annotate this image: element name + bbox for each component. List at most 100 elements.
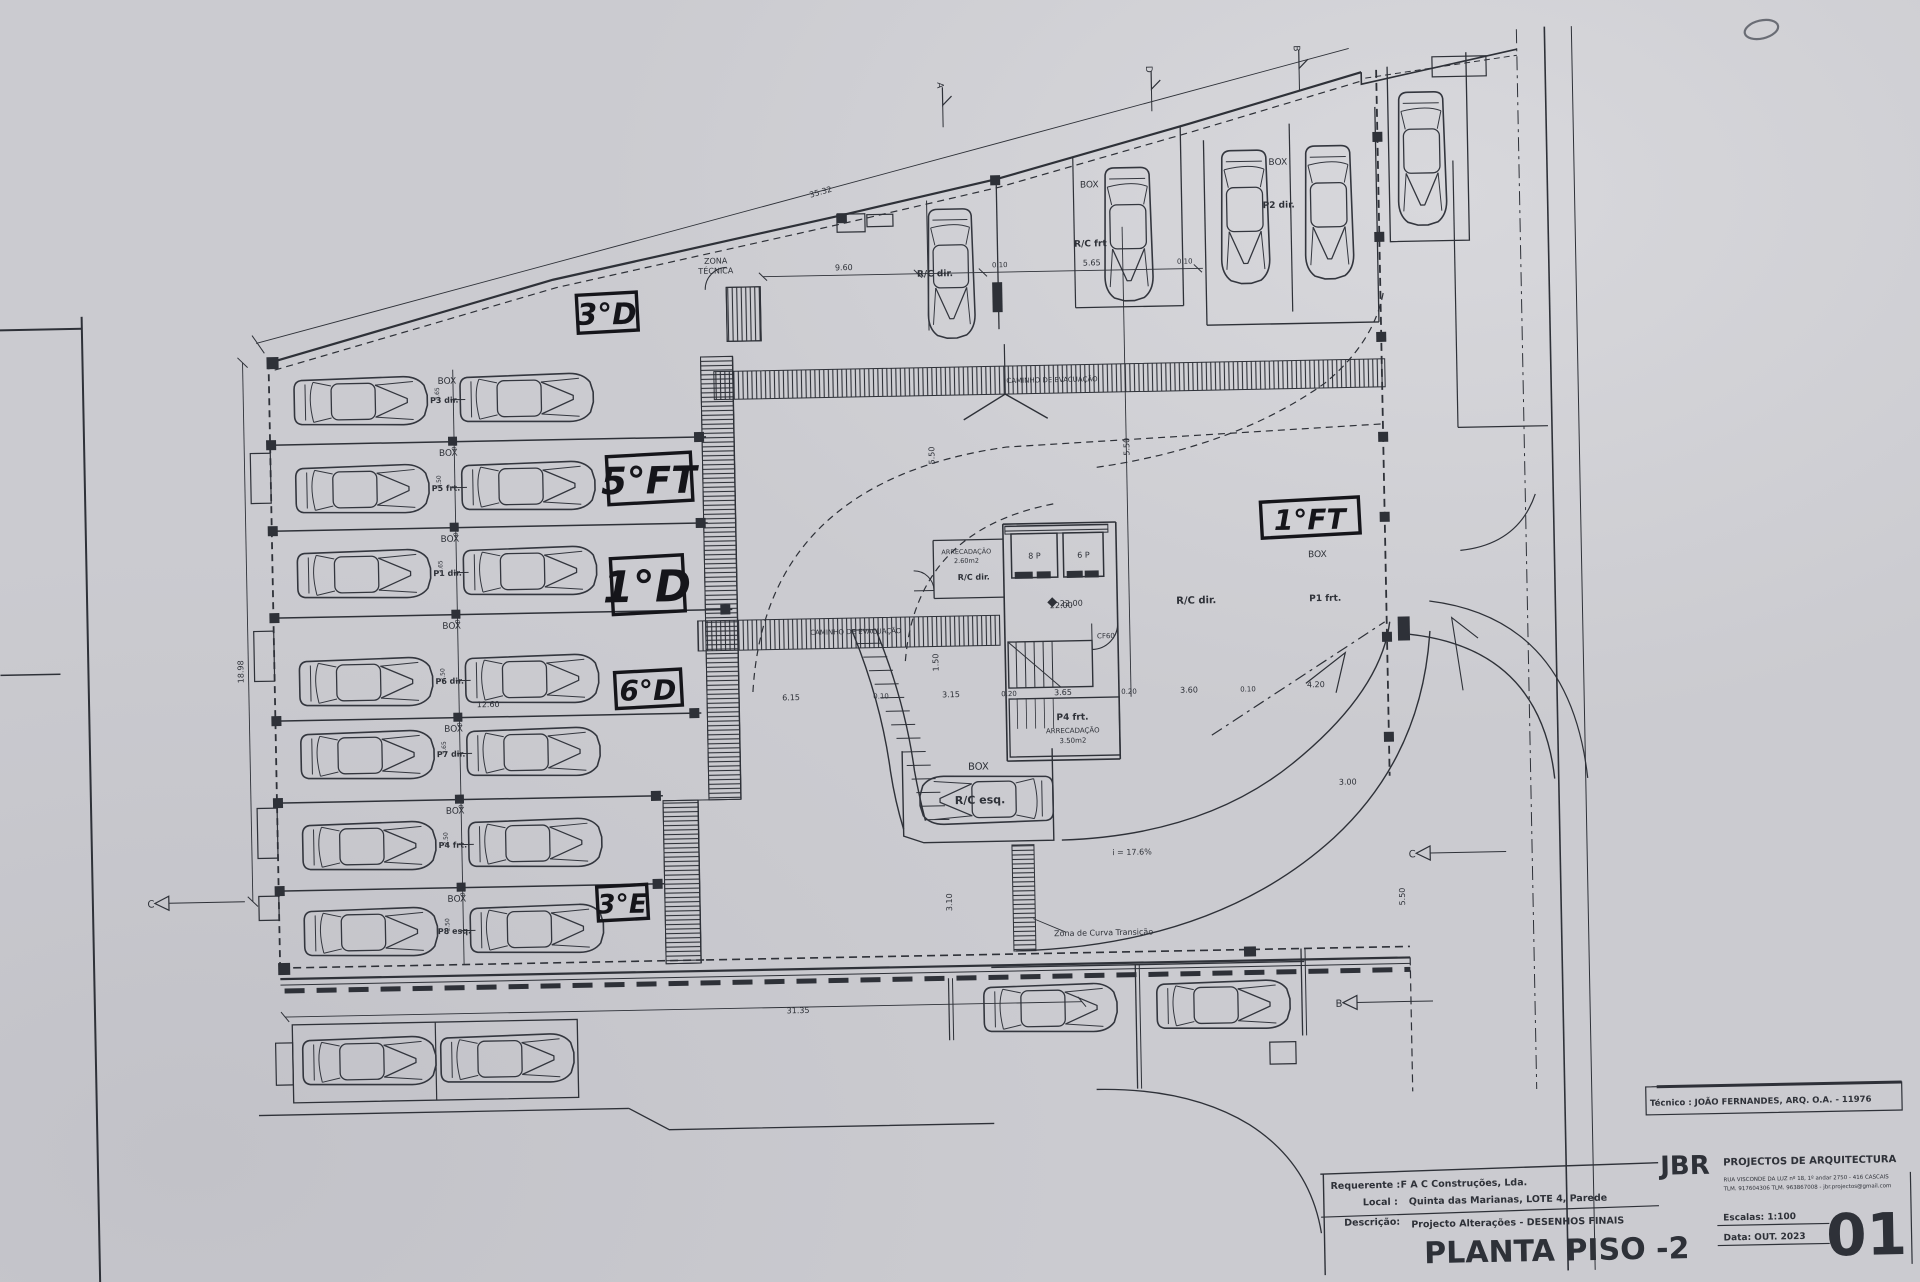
plan-line — [1134, 964, 1139, 1089]
plan-line — [1179, 125, 1185, 306]
plan-line — [458, 717, 462, 800]
car-icon — [294, 463, 431, 516]
plan-line — [258, 1107, 629, 1117]
wall-marker — [271, 716, 282, 727]
plan-text: R/C frt — [1074, 239, 1107, 250]
plan-rect — [1431, 55, 1487, 78]
plan-text: Quinta das Marianas, LOTE 4, Parede — [1409, 1193, 1608, 1208]
plan-line — [1072, 157, 1077, 308]
plan-line — [913, 269, 923, 279]
plan-line — [455, 527, 458, 615]
plan-line — [275, 712, 702, 722]
plan-text: 0.10 — [454, 610, 461, 624]
car-icon — [462, 545, 598, 598]
plan-text: PROJECTOS DE ARQUITECTURA — [1723, 1154, 1897, 1168]
plan-rect — [256, 807, 279, 860]
plan-line — [280, 956, 1411, 981]
plan-line — [276, 794, 663, 804]
plan-line — [978, 268, 988, 277]
plan-text: 8 P — [1028, 551, 1041, 560]
wall-marker — [1379, 511, 1390, 522]
plan-text: BOX — [1308, 550, 1327, 560]
handwritten-unit-tag: 1°D — [602, 553, 692, 617]
plan-line — [991, 960, 1305, 969]
plan-line — [237, 357, 248, 368]
plan-text: A — [934, 82, 944, 89]
plan-line — [1321, 1205, 1659, 1218]
plan-line — [242, 362, 254, 902]
plan-text: B — [1336, 999, 1343, 1010]
plan-text: R/C dir. — [1176, 595, 1216, 607]
plan-text: F A C Construções, Lda. — [1400, 1177, 1527, 1190]
plan-text: 0.10 — [992, 261, 1008, 269]
plan-line — [706, 945, 1410, 961]
paper-clip-icon — [1743, 18, 1780, 41]
plan-line — [933, 538, 1004, 542]
wall-marker — [1372, 131, 1383, 142]
car-icon — [439, 1032, 576, 1085]
plan-text: C — [1409, 849, 1416, 860]
plan-line — [1360, 48, 1517, 86]
hatch-area — [662, 799, 702, 965]
plan-path — [1460, 493, 1536, 551]
plan-line — [951, 978, 955, 1041]
plan-text: BOX — [968, 761, 989, 772]
plan-line — [1075, 304, 1184, 309]
plan-line — [1450, 616, 1479, 691]
plan-line — [1300, 948, 1304, 1036]
handwritten-unit-tag: 6°D — [612, 667, 685, 711]
wall-marker — [453, 712, 463, 722]
plan-line — [1025, 698, 1028, 729]
plan-text: 2.50 — [443, 832, 450, 846]
car-icon — [301, 1035, 438, 1088]
car-icon — [1302, 144, 1355, 281]
plan-line — [1288, 123, 1294, 312]
plan-text: 12.60 — [477, 700, 500, 709]
plan-text: P4 frt. — [438, 841, 467, 851]
plan-text: CF60 — [1097, 632, 1115, 640]
car-icon — [299, 729, 436, 782]
plan-text: 0.20 — [1121, 688, 1137, 696]
handwritten-unit-tag: 3°E — [594, 882, 651, 923]
plan-line — [452, 369, 455, 442]
section-flag — [1341, 994, 1358, 1011]
plan-line — [758, 272, 768, 281]
plan-text: i = 17.6% — [1112, 847, 1152, 857]
svg-text:3°D: 3°D — [576, 296, 637, 332]
wall-marker — [1084, 570, 1099, 578]
plan-text: 2.50 — [436, 475, 443, 489]
plan-line — [1298, 50, 1309, 70]
plan-text: 0.10 — [873, 692, 889, 700]
plan-line — [1034, 698, 1037, 729]
svg-text:1°FT: 1°FT — [1273, 503, 1347, 537]
plan-text: 3.15 — [942, 690, 960, 699]
plan-rect — [1062, 531, 1105, 578]
wall-marker — [1243, 946, 1257, 957]
plan-line — [274, 79, 1365, 371]
wall-marker — [269, 613, 280, 624]
plan-text: Projecto Alterações - DESENHOS FINAIS — [1411, 1215, 1624, 1230]
plan-path — [904, 502, 1058, 662]
plan-path — [963, 393, 1049, 421]
plan-text: CAMINHO DE EVACUAÇÃO — [810, 626, 902, 637]
plan-line — [1570, 26, 1596, 1270]
plan-text: 3.50m2 — [1059, 737, 1086, 746]
plan-line — [1211, 621, 1386, 736]
plan-line — [1052, 698, 1055, 729]
plan-path — [704, 266, 727, 290]
plan-text: 5.50 — [1398, 888, 1407, 906]
plan-text: Zona de Curva Transição — [1054, 927, 1153, 938]
plan-line — [1365, 54, 1517, 79]
plan-path — [913, 570, 935, 591]
plan-text: P6 dir. — [435, 677, 464, 687]
plan-text: ZONA — [704, 256, 728, 265]
plan-line — [80, 316, 102, 1282]
wall-marker — [272, 798, 284, 809]
plan-rect — [253, 630, 276, 683]
plan-text: BOX — [1080, 180, 1099, 190]
car-icon — [464, 653, 600, 706]
wall-marker — [1036, 571, 1051, 579]
svg-text:3°E: 3°E — [597, 889, 647, 921]
plan-path — [1409, 957, 1414, 1092]
plan-line — [1717, 1222, 1830, 1227]
